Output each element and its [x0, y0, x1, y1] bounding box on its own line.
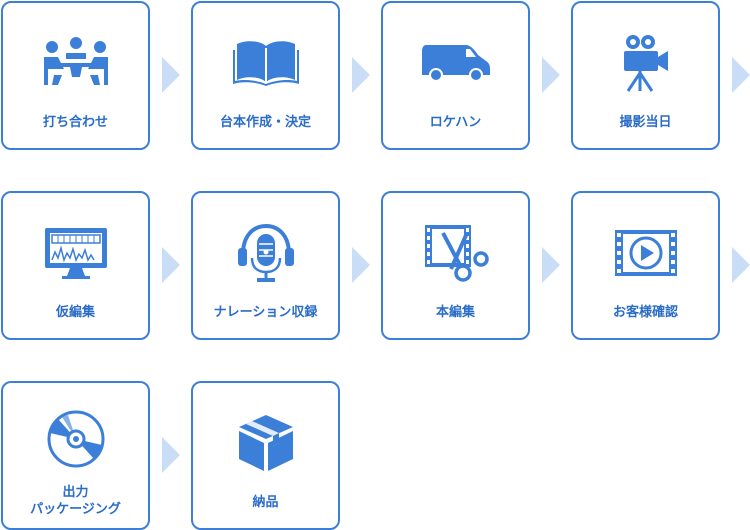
step-meeting: 打ち合わせ — [1, 1, 150, 150]
chevron-right-icon — [162, 247, 180, 283]
chevron-right-icon — [542, 247, 560, 283]
meeting-icon — [3, 33, 148, 93]
step-shooting-day: 撮影当日 — [571, 1, 720, 150]
chevron-right-icon — [352, 57, 370, 93]
step-label: 撮影当日 — [619, 115, 672, 130]
disc-icon — [3, 409, 148, 469]
step-customer-review: お客様確認 — [571, 191, 720, 340]
monitor-edit-icon — [3, 223, 148, 283]
box-icon — [193, 413, 338, 473]
camera-icon — [573, 33, 718, 93]
chevron-right-icon — [732, 247, 750, 283]
step-label: 打ち合わせ — [42, 115, 108, 130]
step-delivery: 納品 — [191, 381, 340, 530]
chevron-right-icon — [352, 247, 370, 283]
step-label: ナレーション収録 — [213, 305, 318, 320]
chevron-right-icon — [542, 57, 560, 93]
step-label: お客様確認 — [612, 305, 678, 320]
book-icon — [193, 33, 338, 93]
step-narration-recording: ナレーション収録 — [191, 191, 340, 340]
step-label: 台本作成・決定 — [219, 115, 311, 130]
step-script: 台本作成・決定 — [191, 1, 340, 150]
van-icon — [383, 33, 528, 93]
microphone-icon — [193, 223, 338, 283]
step-label: 出力 パッケージング — [30, 485, 121, 517]
step-label: 納品 — [252, 495, 279, 510]
step-label: 本編集 — [435, 305, 475, 320]
step-label: ロケハン — [429, 115, 482, 130]
step-rough-edit: 仮編集 — [1, 191, 150, 340]
chevron-right-icon — [162, 437, 180, 473]
chevron-right-icon — [162, 57, 180, 93]
film-scissors-icon — [383, 223, 528, 283]
step-output-packaging: 出力 パッケージング — [1, 381, 150, 530]
video-play-icon — [573, 223, 718, 283]
step-label: 仮編集 — [55, 305, 95, 320]
step-final-edit: 本編集 — [381, 191, 530, 340]
chevron-right-icon — [732, 57, 750, 93]
step-location-hunting: ロケハン — [381, 1, 530, 150]
